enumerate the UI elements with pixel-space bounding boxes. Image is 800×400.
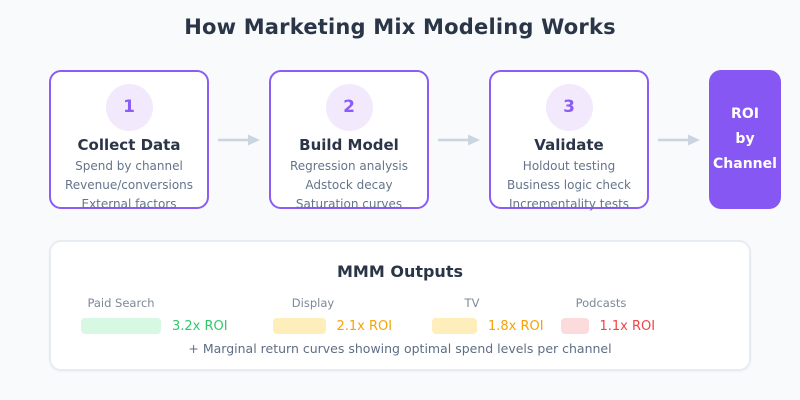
step-detail-line: Spend by channel [75, 159, 183, 173]
step-detail-line: Regression analysis [289, 159, 409, 173]
step-detail-line: Saturation curves [295, 197, 403, 211]
roi-value: 1.1x ROI [599, 318, 656, 334]
channel-group: TV 1.8x ROI [432, 296, 544, 334]
outputs-footnote: + Marginal return curves showing optimal… [188, 341, 612, 356]
step-card-collect-data: 1 Collect Data Spend by channel Revenue/… [49, 70, 209, 211]
step-card-validate: 3 Validate Holdout testing Business logi… [489, 70, 649, 211]
roi-bar [561, 318, 589, 334]
step-title: Collect Data [77, 136, 181, 154]
channel-bar-row: 2.1x ROI [273, 318, 392, 334]
channel-group: Display 2.1x ROI [273, 296, 392, 334]
mmm-outputs-card: MMM Outputs Paid Search 3.2x ROI Display… [49, 240, 751, 371]
flow-arrow-2 [429, 70, 489, 209]
roi-bar [432, 318, 477, 334]
channel-name: Podcasts [575, 296, 627, 310]
step-title: Build Model [299, 136, 399, 154]
arrow-right-icon [658, 134, 700, 145]
step-detail-line: Holdout testing [522, 159, 616, 173]
step-details: Spend by channel Revenue/conversions Ext… [51, 157, 207, 214]
step-detail-line: Revenue/conversions [64, 178, 194, 192]
step-number-badge: 1 [105, 84, 153, 131]
result-box-line: by [735, 131, 755, 147]
step-details: Regression analysis Adstock decay Satura… [271, 157, 427, 214]
channel-bar-row: 3.2x ROI [81, 318, 228, 334]
channel-bar-row: 1.8x ROI [432, 318, 544, 334]
step-number-badge: 2 [325, 84, 373, 131]
roi-value: 1.8x ROI [488, 318, 544, 334]
channel-name: Display [291, 296, 335, 310]
channel-bar-row: 1.1x ROI [561, 318, 655, 334]
page-title: How Marketing Mix Modeling Works [184, 15, 616, 39]
step-title: Validate [534, 136, 604, 154]
result-box-line: ROI [731, 106, 759, 122]
process-flow: 1 Collect Data Spend by channel Revenue/… [49, 70, 781, 211]
arrow-right-icon [218, 134, 260, 145]
arrow-right-icon [438, 134, 480, 145]
step-detail-line: Business logic check [507, 178, 631, 192]
step-card-build-model: 2 Build Model Regression analysis Adstoc… [269, 70, 429, 211]
step-detail-line: Incrementality tests [508, 197, 630, 211]
step-details: Holdout testing Business logic check Inc… [491, 157, 647, 214]
flow-arrow-1 [209, 70, 269, 209]
flow-arrow-3 [649, 70, 709, 209]
channel-group: Paid Search 3.2x ROI [81, 296, 228, 334]
roi-bar [81, 318, 161, 334]
outputs-title: MMM Outputs [337, 262, 463, 281]
step-detail-line: External factors [81, 197, 177, 211]
result-box-line: Channel [713, 156, 777, 172]
roi-value: 3.2x ROI [172, 318, 228, 334]
result-box-roi-by-channel: ROI by Channel [709, 70, 781, 209]
channel-name: Paid Search [87, 296, 155, 310]
step-detail-line: Adstock decay [305, 178, 393, 192]
roi-bar [273, 318, 326, 334]
channel-name: TV [464, 296, 480, 310]
step-number-badge: 3 [545, 84, 593, 131]
channel-group: Podcasts 1.1x ROI [561, 296, 655, 334]
roi-value: 2.1x ROI [336, 318, 393, 334]
